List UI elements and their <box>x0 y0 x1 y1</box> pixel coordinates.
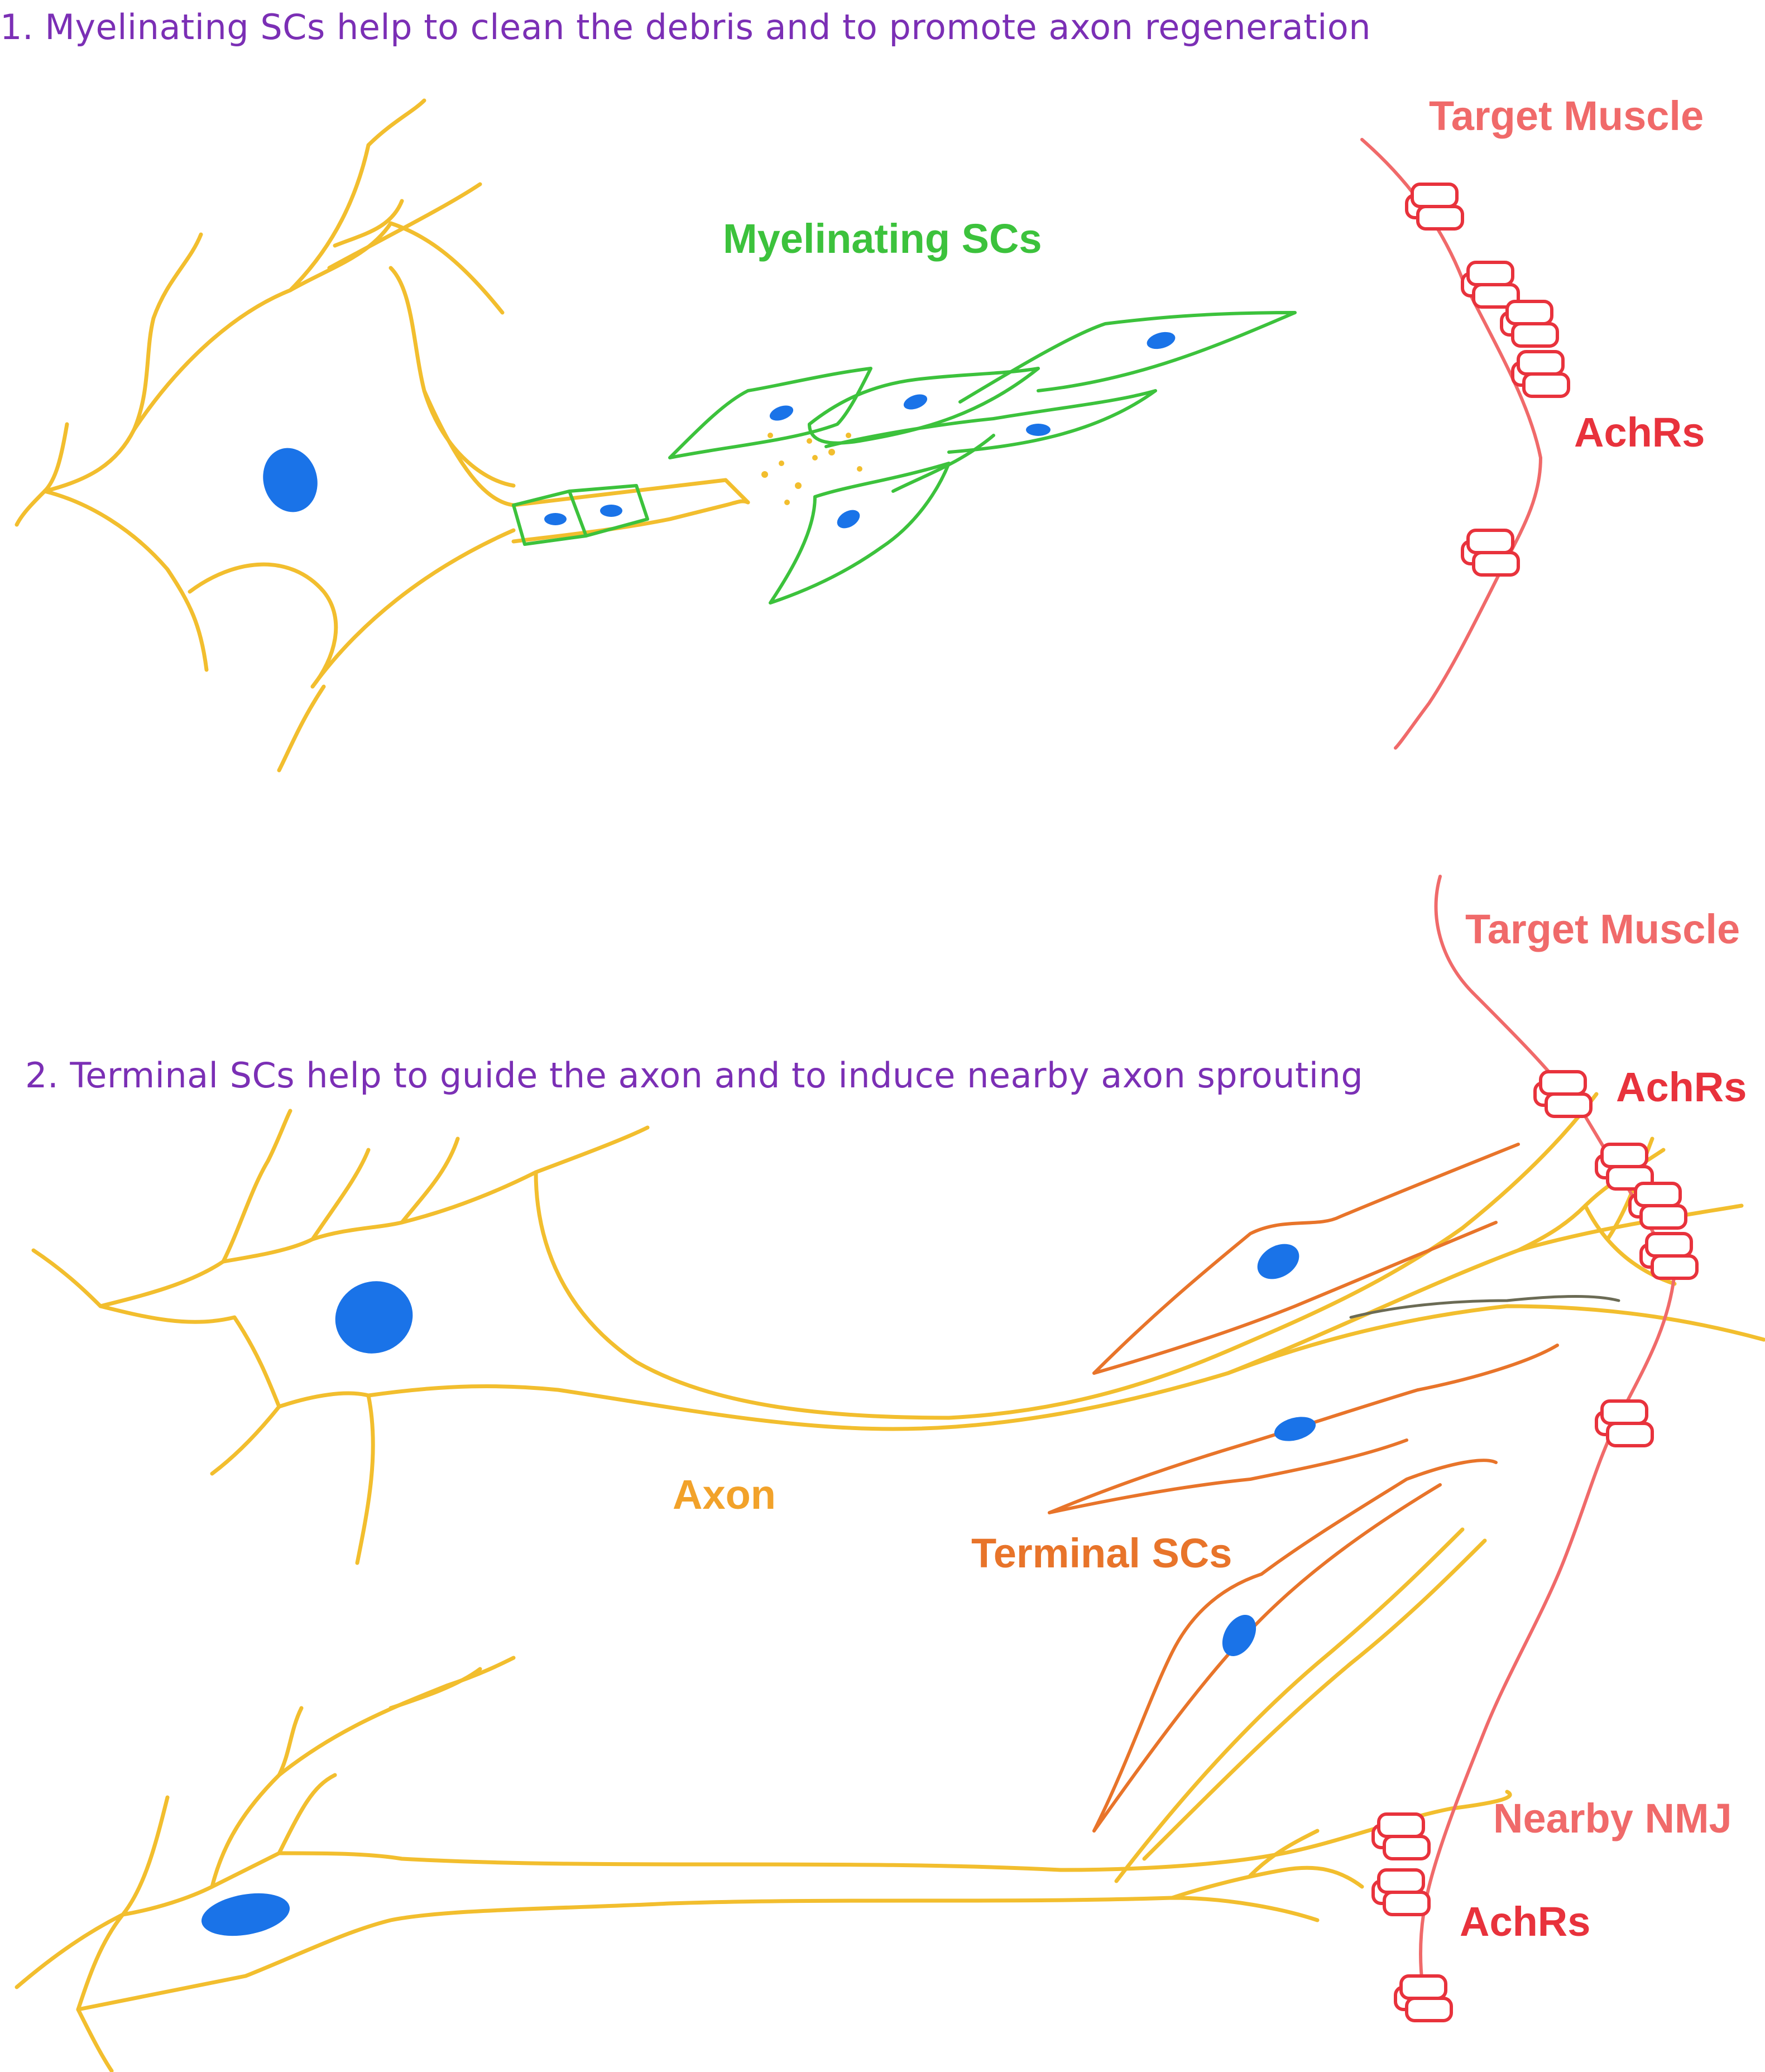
panel1-target-muscle-label: Target Muscle <box>1429 93 1704 139</box>
axon-label: Axon <box>673 1471 776 1518</box>
panel2-target-muscle-label: Target Muscle <box>1465 906 1740 952</box>
panel2-achrs-bottom-label: AchRs <box>1460 1898 1591 1945</box>
terminal-axon-branches <box>1114 1527 1487 1883</box>
myelinating-schwann-cells <box>512 311 1297 605</box>
panel2-dark-branch <box>1349 1295 1620 1319</box>
panel2-muscle-fiber <box>1419 875 1676 2022</box>
panel1-neuron <box>15 98 750 773</box>
panel1-achr-clusters <box>1405 183 1570 577</box>
panel1-nucleus <box>263 448 318 512</box>
myelinating-scs-label: Myelinating SCs <box>723 215 1042 262</box>
myelinating-nuclei <box>544 332 1176 529</box>
terminal-nuclei <box>1222 1244 1316 1656</box>
panel2-lower-nucleus <box>201 1893 290 1936</box>
terminal-schwann-cells <box>1048 1143 1559 1833</box>
debris-dots <box>761 433 862 505</box>
panel2-heading: 2. Terminal SCs help to guide the axon a… <box>25 1055 1364 1096</box>
panel1-muscle-fiber <box>1360 138 1542 750</box>
panel1-heading: 1. Myelinating SCs help to clean the deb… <box>0 7 1371 47</box>
panel2-lower-neuron <box>15 1656 1512 2072</box>
panel2-upper-nucleus <box>335 1281 413 1354</box>
terminal-scs-label: Terminal SCs <box>971 1530 1232 1576</box>
panel2-achrs-top-label: AchRs <box>1616 1064 1747 1110</box>
panel2-upper-neuron <box>31 1092 1765 1565</box>
panel1-achrs-label: AchRs <box>1574 409 1705 455</box>
nearby-nmj-label: Nearby NMJ <box>1493 1795 1732 1841</box>
panel2-achr-clusters <box>1371 1070 1699 2022</box>
